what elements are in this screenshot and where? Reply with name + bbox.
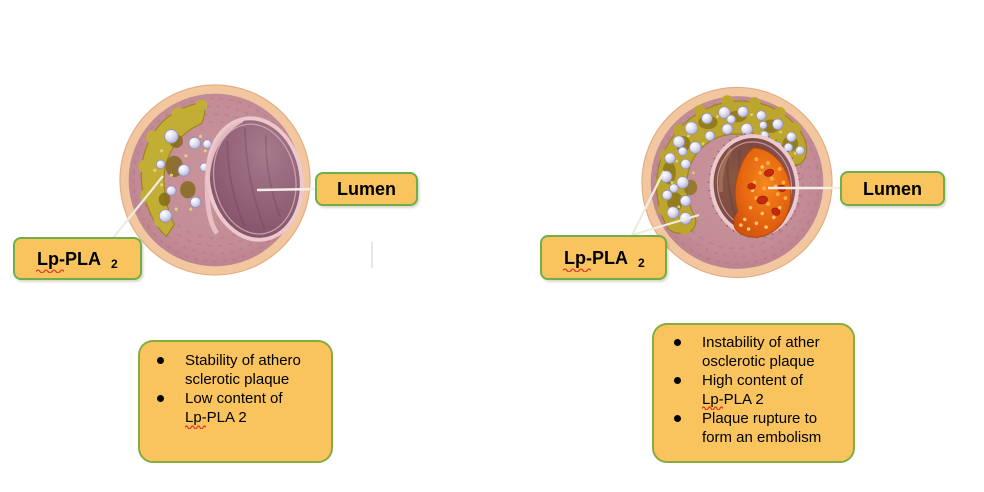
bullet-text: Instability of ather osclerotic plaque: [702, 334, 820, 370]
bullet-text: Plaque rupture to form an embolism: [702, 410, 822, 446]
stable-plaque-callout: Stability of athero sclerotic plaque Low…: [138, 340, 333, 463]
spellcheck-squiggle: [702, 405, 723, 410]
lumen-label-left-text: Lumen: [336, 179, 396, 199]
spellcheck-squiggle: [36, 268, 64, 273]
bullet-item: Instability of ather osclerotic plaque: [654, 333, 853, 371]
lumen-label-left: Lumen: [315, 172, 418, 206]
lp-pla2-right-subscript: 2: [637, 255, 645, 270]
unstable-artery-illustration: [641, 86, 833, 279]
spellcheck-squiggle: [563, 267, 591, 272]
foam-cells: [155, 129, 212, 223]
bullet-item: High content of Lp-PLA 2: [654, 371, 853, 409]
lumen-label-right: Lumen: [840, 171, 945, 206]
bullet-icon: [157, 357, 164, 364]
intima-fold-highlight: [204, 117, 244, 235]
unstable-plaque-callout: Instability of ather osclerotic plaque H…: [652, 323, 855, 463]
stable-artery-illustration: [119, 84, 311, 276]
bullet-icon: [674, 339, 681, 346]
thrombus: [733, 147, 792, 238]
lumen-opening: [205, 116, 304, 242]
bullet-icon: [674, 377, 681, 384]
lumen-opening: [707, 132, 802, 239]
bullet-text: Low content of Lp-PLA 2: [185, 390, 283, 426]
lp-pla2-left-subscript: 2: [110, 256, 118, 271]
bullet-icon: [157, 395, 164, 402]
bullet-text: High content of Lp-PLA 2: [702, 372, 803, 408]
bullet-icon: [674, 415, 681, 422]
bullet-item: Low content of Lp-PLA 2: [140, 389, 331, 427]
bullet-item: Plaque rupture to form an embolism: [654, 409, 853, 447]
lp-pla2-right-text: Lp-PLA: [564, 247, 628, 268]
bullet-text: Stability of athero sclerotic plaque: [185, 352, 301, 388]
lp-pla2-label-right: Lp-PLA 2: [540, 235, 667, 280]
bullet-item: Stability of athero sclerotic plaque: [140, 351, 331, 389]
lp-pla2-left-text: Lp-PLA: [37, 248, 101, 269]
spellcheck-squiggle: [185, 424, 206, 429]
lumen-label-right-text: Lumen: [862, 178, 922, 199]
lp-pla2-label-left: Lp-PLA 2: [13, 237, 142, 280]
